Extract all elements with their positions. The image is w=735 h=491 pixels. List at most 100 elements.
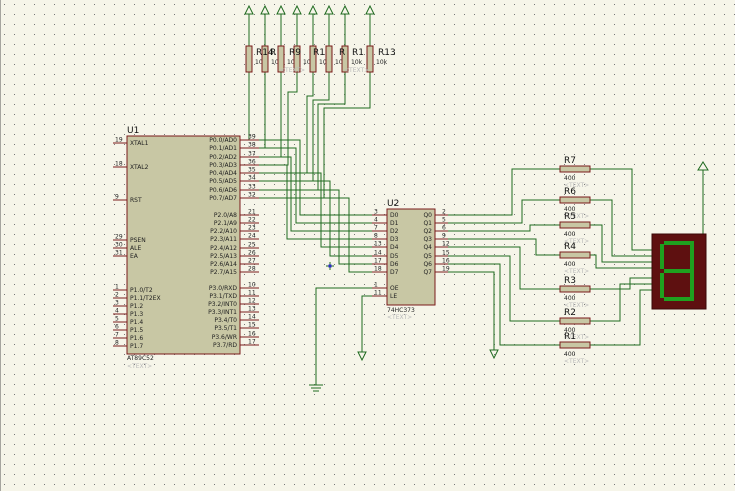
- u1-pin-name: RST: [130, 197, 142, 204]
- vcc-arrow-icon: [276, 4, 286, 15]
- u1-pin-number: 35: [248, 167, 256, 174]
- ground-icon: [309, 384, 323, 392]
- series-resistor-body[interactable]: [559, 196, 591, 204]
- seven-segment-display[interactable]: [651, 233, 707, 310]
- u1-pin-number: 11: [248, 290, 256, 297]
- vcc-arrow-icon: [365, 4, 375, 15]
- series-resistor-body[interactable]: [559, 165, 591, 173]
- wire-r7-seg: [590, 168, 652, 251]
- u1-pin-name: EA: [130, 253, 139, 260]
- u1-pin-number: 26: [248, 250, 256, 257]
- u2-pin-name: D3: [390, 236, 399, 243]
- series-resistor-body[interactable]: [559, 221, 591, 229]
- display-segment: [664, 297, 694, 301]
- u2-pin-number: 16: [442, 258, 450, 265]
- series-resistor-ghost: <TEXT>: [564, 334, 589, 341]
- u1-pin-name: P1.6: [130, 335, 143, 342]
- pullup-label: R9: [289, 48, 301, 58]
- u2-pin-name: D5: [390, 253, 399, 260]
- pullup-label: R14: [256, 48, 274, 58]
- u1-pin-name: P1.0/T2: [130, 287, 153, 294]
- u1-pin-number: 21: [248, 209, 256, 216]
- wire-q0: [448, 168, 560, 216]
- pullup-resistor-body[interactable]: [325, 45, 333, 73]
- pullup-resistor-body[interactable]: [277, 45, 285, 73]
- u1-pin-name: PSEN: [130, 237, 146, 244]
- u1-pin-name: P2.1/A9: [214, 220, 237, 227]
- series-resistor-ghost: <TEXT>: [564, 302, 589, 309]
- series-resistor-body[interactable]: [559, 285, 591, 293]
- u2-pin-number: 6: [442, 225, 446, 232]
- pullup-resistor-body[interactable]: [309, 45, 317, 73]
- u1-pin-number: 29: [115, 234, 123, 241]
- u1-pin-number: 8: [115, 340, 119, 347]
- u1-pin-name: P0.5/AD5: [209, 178, 237, 185]
- u1-pin-number: 39: [248, 134, 256, 141]
- junction-dot-icon: [328, 264, 332, 268]
- u1-pin-number: 5: [115, 316, 119, 323]
- series-resistor-value: 400: [564, 295, 576, 302]
- u1-pin-number: 18: [115, 161, 123, 168]
- wire-p0-stubs: [259, 139, 324, 199]
- series-resistor-value: 400: [564, 175, 576, 182]
- u2-pin-number: 11: [374, 290, 382, 297]
- series-resistor-body[interactable]: [559, 317, 591, 325]
- u1-pin-name: XTAL1: [130, 140, 149, 147]
- u1-pin-name: P0.6/AD6: [209, 187, 237, 194]
- series-resistor-label: R1: [564, 332, 576, 342]
- series-resistors: R7400<TEXT>R6400<TEXT>R5400<TEXT>R4400<T…: [559, 156, 591, 365]
- u1-pin-number: 17: [248, 339, 256, 346]
- pullup-resistor-body[interactable]: [341, 45, 349, 73]
- u1-pin-name: XTAL2: [130, 164, 149, 171]
- series-resistor-label: R7: [564, 156, 576, 166]
- vcc-arrow-icon: [340, 4, 350, 15]
- series-resistor-value: 400: [564, 206, 576, 213]
- display-segment: [660, 273, 664, 298]
- u2-pin-name: D0: [390, 212, 399, 219]
- series-resistor-body[interactable]: [559, 251, 591, 259]
- u2-pin-number: 9: [442, 233, 446, 240]
- u1-pin-name: P3.6/WR: [212, 334, 237, 341]
- u2-pin-name: Q2: [423, 228, 432, 235]
- series-resistor-ghost: <TEXT>: [564, 358, 589, 365]
- pullup-resistor-body[interactable]: [245, 45, 253, 73]
- u2-pin-name: OE: [390, 285, 399, 292]
- u1-pin-number: 31: [115, 250, 123, 257]
- u2-pin-name: D4: [390, 244, 399, 251]
- pullup-resistor-body[interactable]: [293, 45, 301, 73]
- series-resistor-body[interactable]: [559, 341, 591, 349]
- u1-pin-name: P3.1/TXD: [209, 293, 237, 300]
- u1-pin-name: P0.2/AD2: [209, 154, 237, 161]
- q7-arrow-icon: [489, 349, 499, 360]
- u1-ref-label: U1: [127, 126, 139, 136]
- u1-pin-name: P0.0/AD0: [209, 137, 237, 144]
- u2-pin-number: 5: [442, 217, 446, 224]
- pullup-resistor-body[interactable]: [366, 45, 374, 73]
- u1-part-label: AT89C52: [127, 355, 154, 362]
- u2-pin-number: 7: [374, 225, 378, 232]
- series-resistor-value: 400: [564, 327, 576, 334]
- series-resistor-label: R2: [564, 308, 576, 318]
- u1-pin-number: 38: [248, 142, 256, 149]
- pullup-label: R1: [352, 48, 364, 58]
- pullup-value: 10k: [287, 59, 299, 66]
- u1-pin-number: 25: [248, 242, 256, 249]
- u1-body[interactable]: [126, 135, 241, 355]
- u2-pin-name: Q5: [423, 253, 432, 260]
- wire-oe-gnd: [315, 287, 372, 385]
- u1-pin-number: 19: [115, 137, 123, 144]
- u1-pin-name: P3.0/RXD: [209, 285, 237, 292]
- series-resistor-value: 400: [564, 231, 576, 238]
- pullup-ghost: <TEXT>: [280, 67, 305, 74]
- u2-body[interactable]: [386, 208, 436, 306]
- pullup-resistor-body[interactable]: [261, 45, 269, 73]
- u2-pin-name: D2: [390, 228, 399, 235]
- u1-pin-number: 27: [248, 258, 256, 265]
- u1-pin-number: 30: [115, 242, 123, 249]
- u2-part-label: 74HC373: [387, 307, 415, 314]
